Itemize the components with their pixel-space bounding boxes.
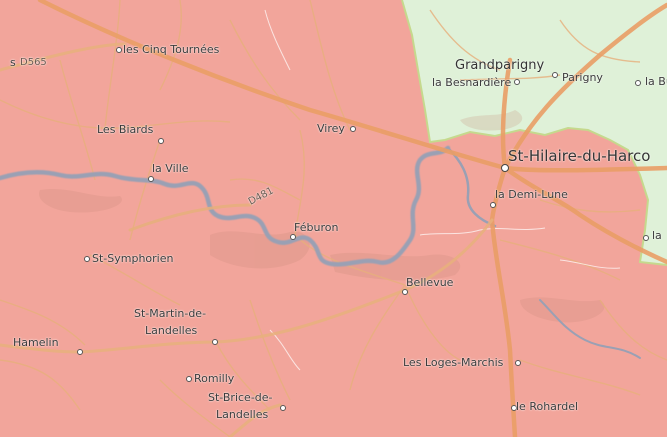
place-marker-romilly <box>186 376 192 382</box>
place-label-st-hilaire: St-Hilaire-du-Harco <box>508 147 651 165</box>
place-marker-st-hilaire <box>501 164 509 172</box>
place-marker-rohardel <box>511 405 517 411</box>
place-label-romilly: Romilly <box>194 372 235 385</box>
place-marker-la-ville <box>148 176 154 182</box>
place-marker-demi-lune <box>490 202 496 208</box>
place-marker-bellevue <box>402 289 408 295</box>
place-label-st-symphorien: St-Symphorien <box>92 252 174 265</box>
place-label-st-martin-line2: Landelles <box>145 324 198 337</box>
place-marker-besnardiere <box>514 79 520 85</box>
place-label-la-edge: la <box>652 229 662 242</box>
place-label-st-brice-line1: St-Brice-de- <box>208 391 273 404</box>
place-label-rohardel: le Rohardel <box>516 400 579 413</box>
place-label-cinq-tournees: les Cinq Tournées <box>123 43 220 56</box>
place-marker-hamelin <box>77 349 83 355</box>
road-label-d565: D565 <box>20 57 47 68</box>
terrain-shading <box>39 110 605 323</box>
stream <box>446 146 497 228</box>
place-marker-la-edge <box>643 235 649 241</box>
place-marker-virey <box>350 126 356 132</box>
stream-east <box>539 299 641 359</box>
place-label-st-brice-line2: Landelles <box>216 408 269 421</box>
place-marker-loges-marchis <box>515 360 521 366</box>
place-marker-cinq-tournees <box>116 47 122 53</box>
place-label-grandparigny: Grandparigny <box>455 58 545 73</box>
river <box>0 145 451 267</box>
place-marker-biards <box>158 138 164 144</box>
place-label-bellevue: Bellevue <box>406 276 454 289</box>
place-label-st-martin-line1: St-Martin-de- <box>134 307 207 320</box>
place-label-s-edge: s <box>10 56 16 69</box>
place-marker-st-brice <box>280 405 286 411</box>
place-label-parigny: Parigny <box>562 71 603 84</box>
place-label-besnardiere: la Besnardière <box>432 76 512 89</box>
place-label-feburon: Féburon <box>294 221 339 234</box>
place-label-la-bu: la Bu <box>645 75 667 88</box>
place-label-loges-marchis: Les Loges-Marchis <box>403 356 504 369</box>
place-label-demi-lune: la Demi-Lune <box>495 188 568 201</box>
place-marker-st-martin <box>212 339 218 345</box>
place-marker-parigny <box>552 72 558 78</box>
place-marker-la-bu <box>635 80 641 86</box>
place-marker-feburon <box>290 234 296 240</box>
secondary-roads <box>0 42 494 437</box>
place-label-hamelin: Hamelin <box>13 336 59 349</box>
place-label-virey: Virey <box>317 122 345 135</box>
tracks <box>264 9 621 371</box>
region-border <box>401 0 667 266</box>
place-label-la-ville: la Ville <box>152 162 189 175</box>
place-marker-st-symphorien <box>84 256 90 262</box>
place-label-biards: Les Biards <box>97 123 154 136</box>
